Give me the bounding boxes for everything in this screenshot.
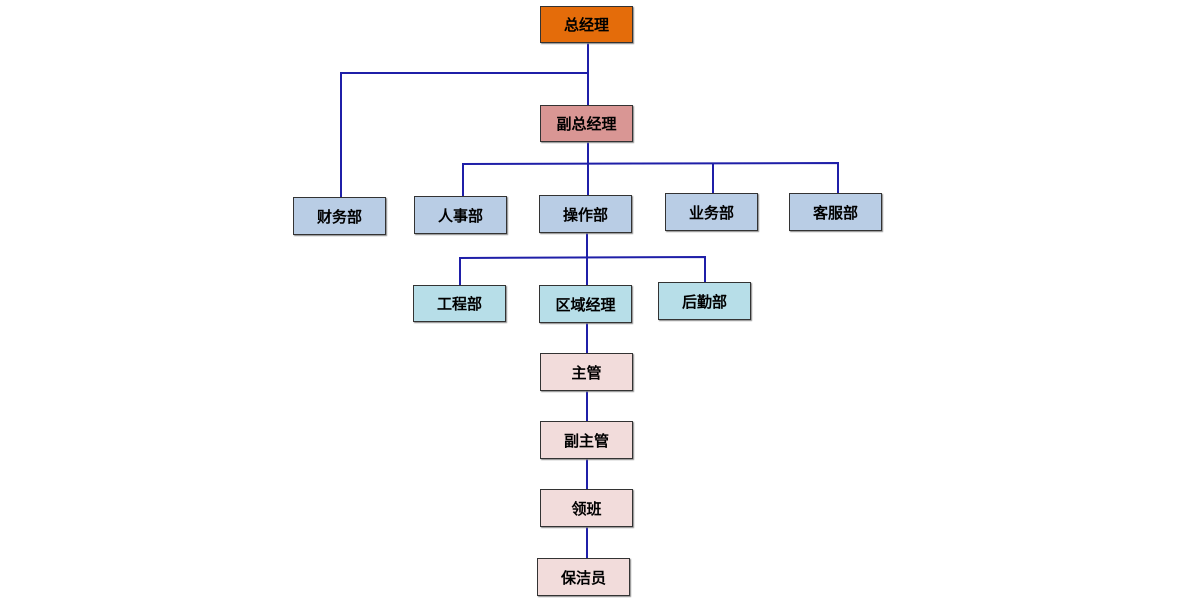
node-business: 业务部 (665, 193, 758, 231)
connector (462, 161, 839, 196)
connector (459, 255, 706, 285)
node-deputy-supervisor: 副主管 (540, 421, 633, 459)
node-supervisor: 主管 (540, 353, 633, 391)
connector (340, 72, 588, 197)
node-cleaner: 保洁员 (537, 558, 630, 596)
node-finance: 财务部 (293, 197, 386, 235)
node-logistics: 后勤部 (658, 282, 751, 320)
node-general-manager: 总经理 (540, 6, 633, 43)
node-customer-service: 客服部 (789, 193, 882, 231)
node-deputy-general-manager: 副总经理 (540, 105, 633, 142)
node-operations: 操作部 (539, 195, 632, 233)
node-hr: 人事部 (414, 196, 507, 234)
node-regional-manager: 区域经理 (539, 285, 632, 323)
node-team-leader: 领班 (540, 489, 633, 527)
node-engineering: 工程部 (413, 285, 506, 322)
